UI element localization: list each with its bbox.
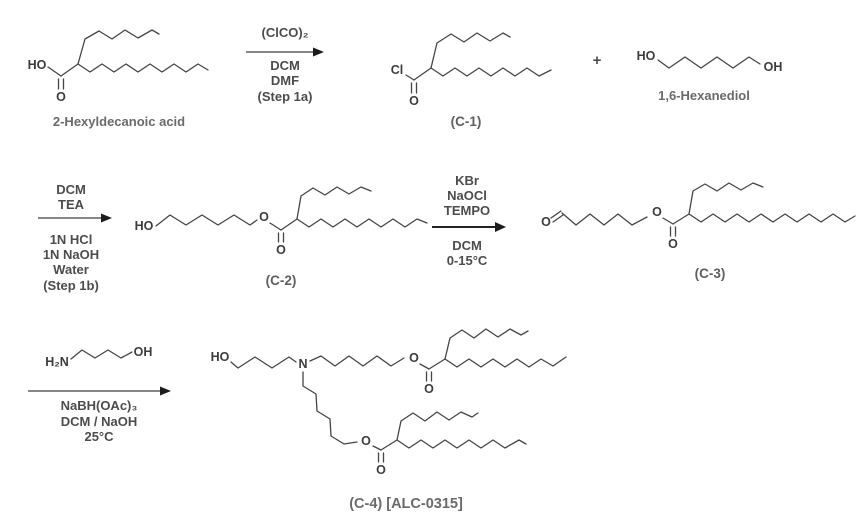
atom-label-ho: HO bbox=[135, 219, 154, 233]
reagent-below: DCM / NaOH bbox=[61, 414, 138, 429]
reagent-above: NaOCl bbox=[447, 188, 487, 203]
hexyl-chain bbox=[430, 32, 511, 69]
alkyl-chain bbox=[561, 212, 648, 226]
reagent-below: NaBH(OAc)₃ bbox=[61, 398, 138, 413]
reagent-above: TEMPO bbox=[444, 203, 490, 218]
reagent-below: 1N HCl bbox=[50, 232, 93, 247]
atom-label-o-carbonyl-lower: O bbox=[376, 463, 386, 477]
hexyl-chain bbox=[396, 411, 479, 441]
carbonyl-double-bond bbox=[377, 452, 385, 463]
arrowhead bbox=[101, 213, 112, 223]
atom-label-o-aldehyde: O bbox=[541, 215, 551, 229]
alkyl-chain bbox=[155, 214, 258, 227]
carbonyl-double-bond bbox=[425, 371, 433, 382]
atom-label-ho: HO bbox=[28, 58, 47, 72]
octyl-chain bbox=[296, 218, 428, 228]
hexyl-chain bbox=[688, 182, 764, 215]
octyl-chain bbox=[688, 213, 856, 223]
atom-label-o-ester-lower: O bbox=[361, 434, 371, 448]
bond bbox=[419, 363, 430, 370]
reaction-step-2: KBr NaOCl TEMPO DCM 0-15°C bbox=[432, 173, 506, 268]
compound-c4-alc0315: HO N O O O O (C-4) [ALC-0315] bbox=[211, 328, 567, 512]
butanol-chain bbox=[230, 356, 297, 369]
compound-c1: Cl O (C-1) bbox=[391, 32, 552, 129]
reagent-below: DMF bbox=[271, 73, 299, 88]
reaction-step-1b: DCM TEA 1N HCl 1N NaOH Water (Step 1b) bbox=[38, 182, 112, 293]
octyl-chain bbox=[430, 67, 552, 77]
atom-label-o-carbonyl: O bbox=[276, 243, 286, 257]
aldehyde-double-bond bbox=[550, 210, 564, 223]
compound-aminobutanol: H₂N OH bbox=[45, 345, 152, 369]
reagent-above: DCM bbox=[56, 182, 86, 197]
reagent-above: (ClCO)₂ bbox=[262, 25, 309, 40]
atom-label-o: O bbox=[409, 94, 419, 108]
compound-code: (C-3) bbox=[695, 266, 726, 281]
hexyl-linker-chain bbox=[309, 355, 405, 367]
alkyl-chain bbox=[657, 56, 761, 69]
bond bbox=[269, 222, 282, 231]
reagent-below: 0-15°C bbox=[447, 253, 488, 268]
compound-2-hexyldecanoic-acid: HO O 2-Hexyldecanoic acid bbox=[28, 29, 209, 129]
bond bbox=[372, 445, 382, 451]
compound-name: 2-Hexyldecanoic acid bbox=[53, 114, 185, 129]
hexyl-linker-chain bbox=[302, 371, 358, 445]
atom-label-oh: OH bbox=[764, 60, 783, 74]
reaction-step-1a: (ClCO)₂ DCM DMF (Step 1a) bbox=[246, 25, 324, 104]
compound-c2: HO O O (C-2) bbox=[135, 186, 428, 288]
reagent-above: TEA bbox=[58, 197, 85, 212]
arrowhead bbox=[313, 47, 324, 57]
compound-code: (C-2) bbox=[266, 273, 297, 288]
compound-code-final: (C-4) [ALC-0315] bbox=[349, 496, 463, 512]
atom-label-o-ester: O bbox=[652, 205, 662, 219]
reagent-below: DCM bbox=[270, 58, 300, 73]
bond bbox=[413, 67, 432, 81]
compound-name: 1,6-Hexanediol bbox=[658, 88, 750, 103]
plus-operator: + bbox=[593, 52, 602, 69]
atom-label-n: N bbox=[298, 357, 307, 371]
bond bbox=[405, 74, 415, 81]
octyl-chain bbox=[77, 63, 209, 73]
atom-label-o-ester-upper: O bbox=[409, 351, 419, 365]
reagent-below: Water bbox=[53, 262, 89, 277]
hexyl-chain bbox=[77, 29, 160, 65]
atom-label-o: O bbox=[56, 90, 66, 104]
carbonyl-double-bond bbox=[669, 226, 677, 237]
reagent-above: KBr bbox=[455, 173, 479, 188]
atom-label-ho: HO bbox=[637, 49, 656, 63]
hexyl-chain bbox=[296, 186, 372, 220]
bond bbox=[47, 66, 62, 77]
atom-label-cl: Cl bbox=[391, 63, 404, 77]
arrowhead bbox=[160, 386, 171, 396]
reaction-step-3: NaBH(OAc)₃ DCM / NaOH 25°C bbox=[28, 386, 171, 444]
carbonyl-double-bond bbox=[57, 78, 65, 90]
atom-label-h2n: H₂N bbox=[45, 355, 69, 369]
bond bbox=[280, 218, 298, 231]
octyl-chain bbox=[444, 356, 567, 368]
reagent-below: 1N NaOH bbox=[43, 247, 99, 262]
hexyl-chain bbox=[444, 328, 529, 360]
reagent-below: 25°C bbox=[84, 429, 114, 444]
atom-label-o-carbonyl-upper: O bbox=[424, 382, 434, 396]
reagent-below: (Step 1a) bbox=[258, 89, 313, 104]
compound-c3: O O O (C-3) bbox=[541, 182, 856, 281]
bond bbox=[428, 358, 446, 370]
octyl-chain bbox=[396, 439, 527, 449]
carbonyl-double-bond bbox=[277, 232, 285, 243]
reagent-below: DCM bbox=[452, 238, 482, 253]
atom-label-o-ester: O bbox=[259, 210, 269, 224]
atom-label-oh: OH bbox=[134, 345, 153, 359]
carbonyl-double-bond bbox=[410, 82, 418, 94]
bond bbox=[672, 213, 690, 225]
compound-code: (C-1) bbox=[451, 114, 482, 129]
alkyl-chain bbox=[70, 349, 133, 360]
atom-label-o-carbonyl: O bbox=[668, 237, 678, 251]
arrowhead bbox=[495, 222, 506, 232]
compound-hexanediol: HO OH 1,6-Hexanediol bbox=[637, 49, 783, 103]
bond bbox=[380, 439, 398, 451]
reagent-below: (Step 1b) bbox=[43, 278, 99, 293]
bond bbox=[662, 217, 674, 225]
bond bbox=[60, 63, 79, 77]
atom-label-ho: HO bbox=[211, 350, 230, 364]
